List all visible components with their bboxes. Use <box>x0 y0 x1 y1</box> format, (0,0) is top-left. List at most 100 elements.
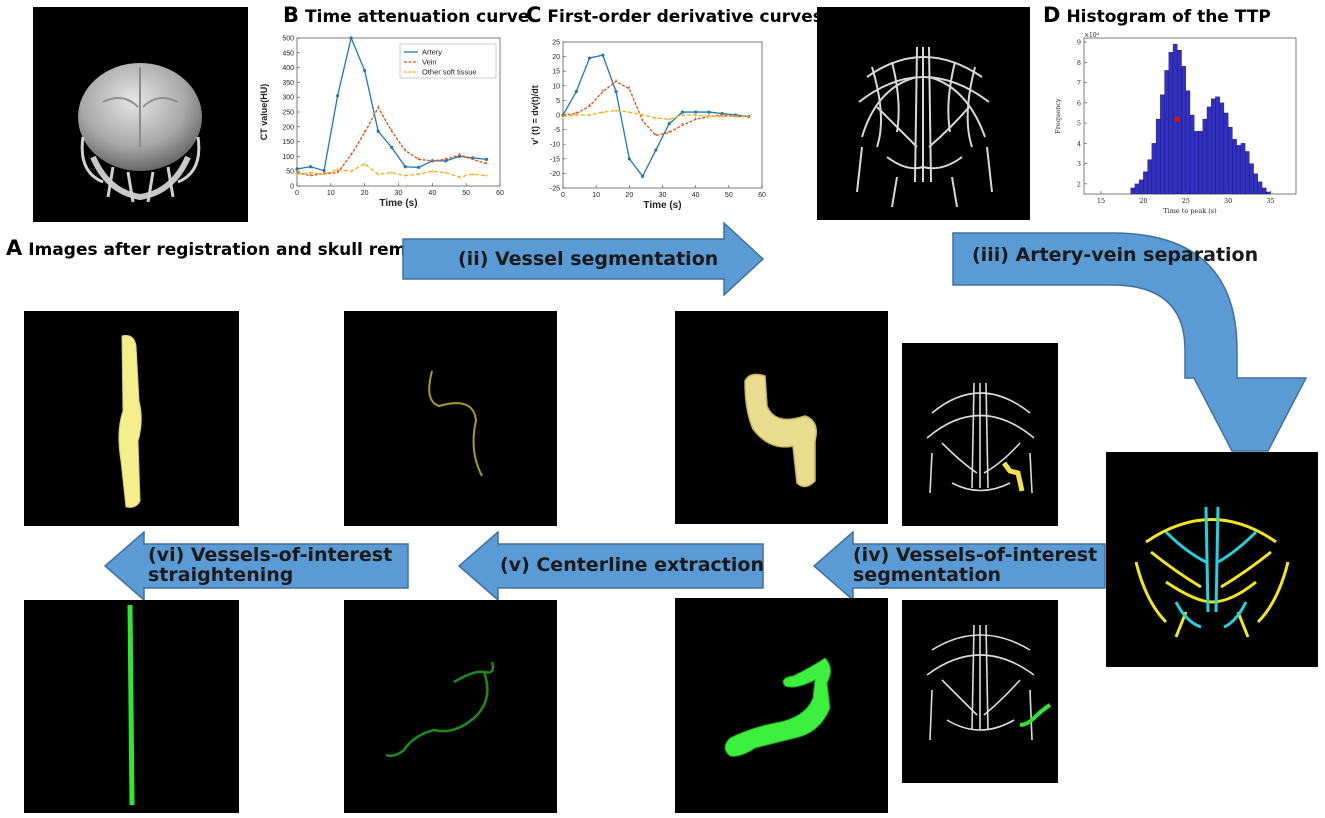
voi-segmentation-arrow: (iv) Vessels-of-interest segmentation <box>813 531 1106 601</box>
histogram-bar <box>1198 131 1203 195</box>
histogram-bar <box>1138 179 1144 195</box>
data-point: * <box>417 157 420 164</box>
data-point <box>654 148 658 152</box>
data-point <box>627 157 631 161</box>
y-tick-label: 400 <box>282 65 294 72</box>
left-arrow-shape <box>458 531 764 601</box>
data-point: + <box>444 170 448 177</box>
data-point <box>308 165 313 169</box>
data-point <box>484 157 489 161</box>
y-axis-label: CT value(HU) <box>259 84 269 141</box>
histogram-bar <box>1244 151 1250 195</box>
y-tick-label: 25 <box>552 40 560 47</box>
data-point: * <box>485 161 488 168</box>
x-tick-label: 40 <box>692 192 700 199</box>
y-tick-label: 0 <box>290 184 294 191</box>
y-tick-label: 4 <box>1077 140 1081 148</box>
plot-area <box>562 41 763 189</box>
data-point: + <box>376 172 380 179</box>
vessel-segmentation-arrow: (ii) Vessel segmentation <box>402 222 764 296</box>
y-tick-label: 200 <box>282 124 294 131</box>
data-point <box>444 159 448 163</box>
x-tick-label: 25 <box>1182 197 1190 205</box>
data-point: + <box>641 113 645 120</box>
data-point: + <box>667 117 671 124</box>
y-tick-label: 20 <box>552 54 560 61</box>
data-point: + <box>430 169 434 176</box>
histogram-bar <box>1223 112 1229 195</box>
data-point: * <box>588 104 591 111</box>
curved-arrow-shape <box>952 232 1308 452</box>
histogram-bar <box>1202 118 1208 195</box>
data-point: + <box>733 114 737 121</box>
data-point: * <box>694 117 697 124</box>
panel-c-text: First-order derivative curves <box>547 7 823 27</box>
data-point: * <box>734 114 737 121</box>
data-point <box>403 165 407 169</box>
straightened-vessel-image <box>24 311 239 526</box>
data-point: * <box>377 105 380 112</box>
voi-segmentation-label: (iv) Vessels-of-interest segmentation <box>853 544 1098 586</box>
x-tick-label: 35 <box>1266 197 1274 205</box>
data-point <box>694 110 698 114</box>
y-axis-exponent: ×10⁴ <box>1084 32 1100 39</box>
data-point: + <box>322 172 326 179</box>
data-point: + <box>601 110 605 117</box>
skull-removed-3d-image <box>33 7 248 222</box>
x-tick-label: 20 <box>625 192 633 199</box>
x-tick-label: 15 <box>1097 197 1105 205</box>
data-point <box>574 90 578 94</box>
brain-vessels-highlight-image <box>902 343 1058 526</box>
data-point: + <box>295 172 299 179</box>
data-point <box>720 111 724 116</box>
centerline-extraction-label: (v) Centerline extraction <box>500 554 764 576</box>
y-axis-label: v' (t) = dv(t)/dt <box>530 85 540 144</box>
y-tick-label: 7 <box>1077 79 1081 87</box>
data-point <box>641 174 645 178</box>
x-tick-label: 60 <box>758 192 766 199</box>
histogram-bar <box>1155 118 1161 195</box>
data-point: * <box>721 113 724 120</box>
panel-b-letter: B <box>283 3 300 27</box>
data-point: + <box>694 113 698 120</box>
y-tick-label: 3 <box>1077 160 1081 168</box>
y-tick-label: 6 <box>1077 99 1081 107</box>
legend-label: Other soft tissue <box>422 68 477 77</box>
histogram-bar <box>1151 143 1157 195</box>
histogram-bar <box>1181 66 1186 195</box>
y-tick-label: 5 <box>556 98 560 105</box>
data-point <box>363 68 367 73</box>
data-point <box>322 169 326 173</box>
y-tick-label: 500 <box>282 36 294 43</box>
data-point: * <box>668 130 671 137</box>
histogram-bar <box>1261 187 1267 195</box>
voi-straightening-arrow: (vi) Vessels-of-interest straightening <box>104 531 409 601</box>
artery-vein-separation-label: (iii) Artery-vein separation <box>972 244 1259 266</box>
histogram-bar <box>1257 181 1263 195</box>
data-point: * <box>681 123 684 130</box>
histogram-bar <box>1249 163 1254 195</box>
data-point: * <box>747 114 750 121</box>
green-vessel-3d-image <box>675 598 888 813</box>
data-point <box>295 167 299 171</box>
data-point: + <box>336 167 340 174</box>
data-point: * <box>708 114 711 121</box>
histogram-bar <box>1253 173 1258 195</box>
data-point <box>680 110 684 114</box>
data-point: + <box>680 113 684 120</box>
data-point: * <box>641 118 644 125</box>
data-point: + <box>417 172 421 179</box>
data-point: * <box>363 130 366 137</box>
x-axis-label: Time to peak (s) <box>1163 207 1217 215</box>
series-line <box>562 80 749 137</box>
histogram-bar <box>1164 70 1169 195</box>
data-point: + <box>587 113 591 120</box>
left-arrow-shape <box>813 531 1106 601</box>
panel-a-text: Images after registration and skull remo… <box>28 240 447 260</box>
panel-a-letter: A <box>6 236 23 260</box>
data-point: * <box>404 148 407 155</box>
